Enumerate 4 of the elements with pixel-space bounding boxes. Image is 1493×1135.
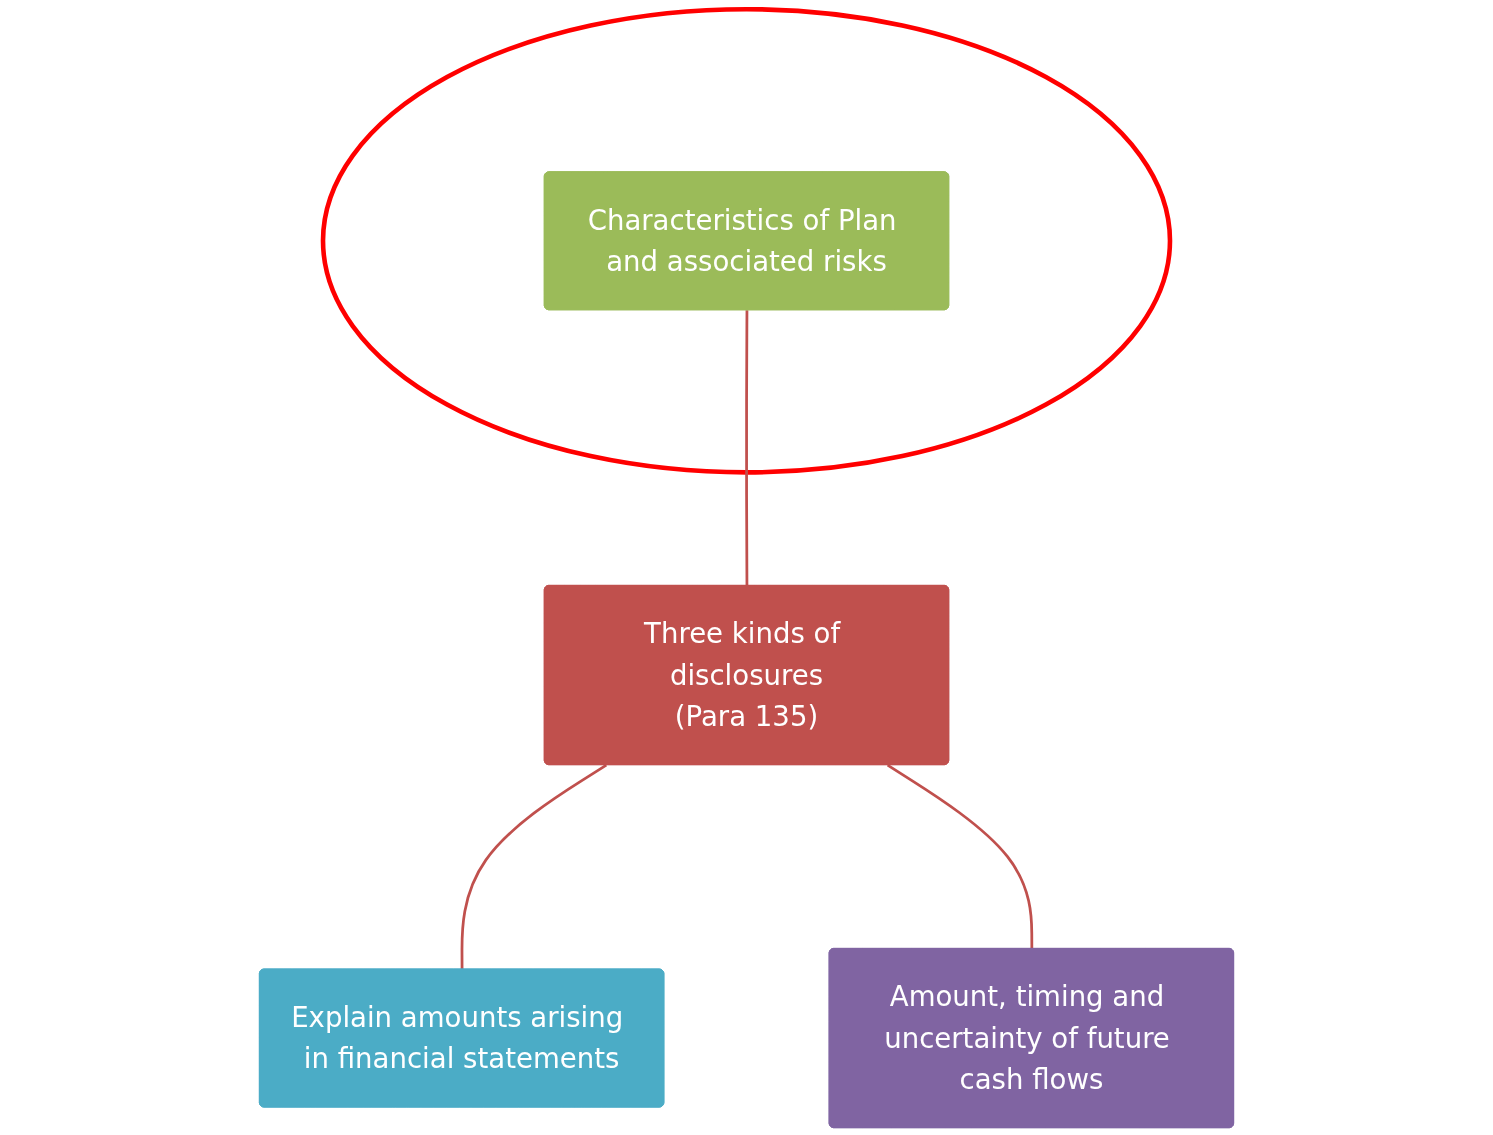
connector	[886, 763, 1034, 949]
connector	[745, 310, 749, 586]
cluster	[320, 6, 1173, 475]
connector	[460, 763, 608, 970]
